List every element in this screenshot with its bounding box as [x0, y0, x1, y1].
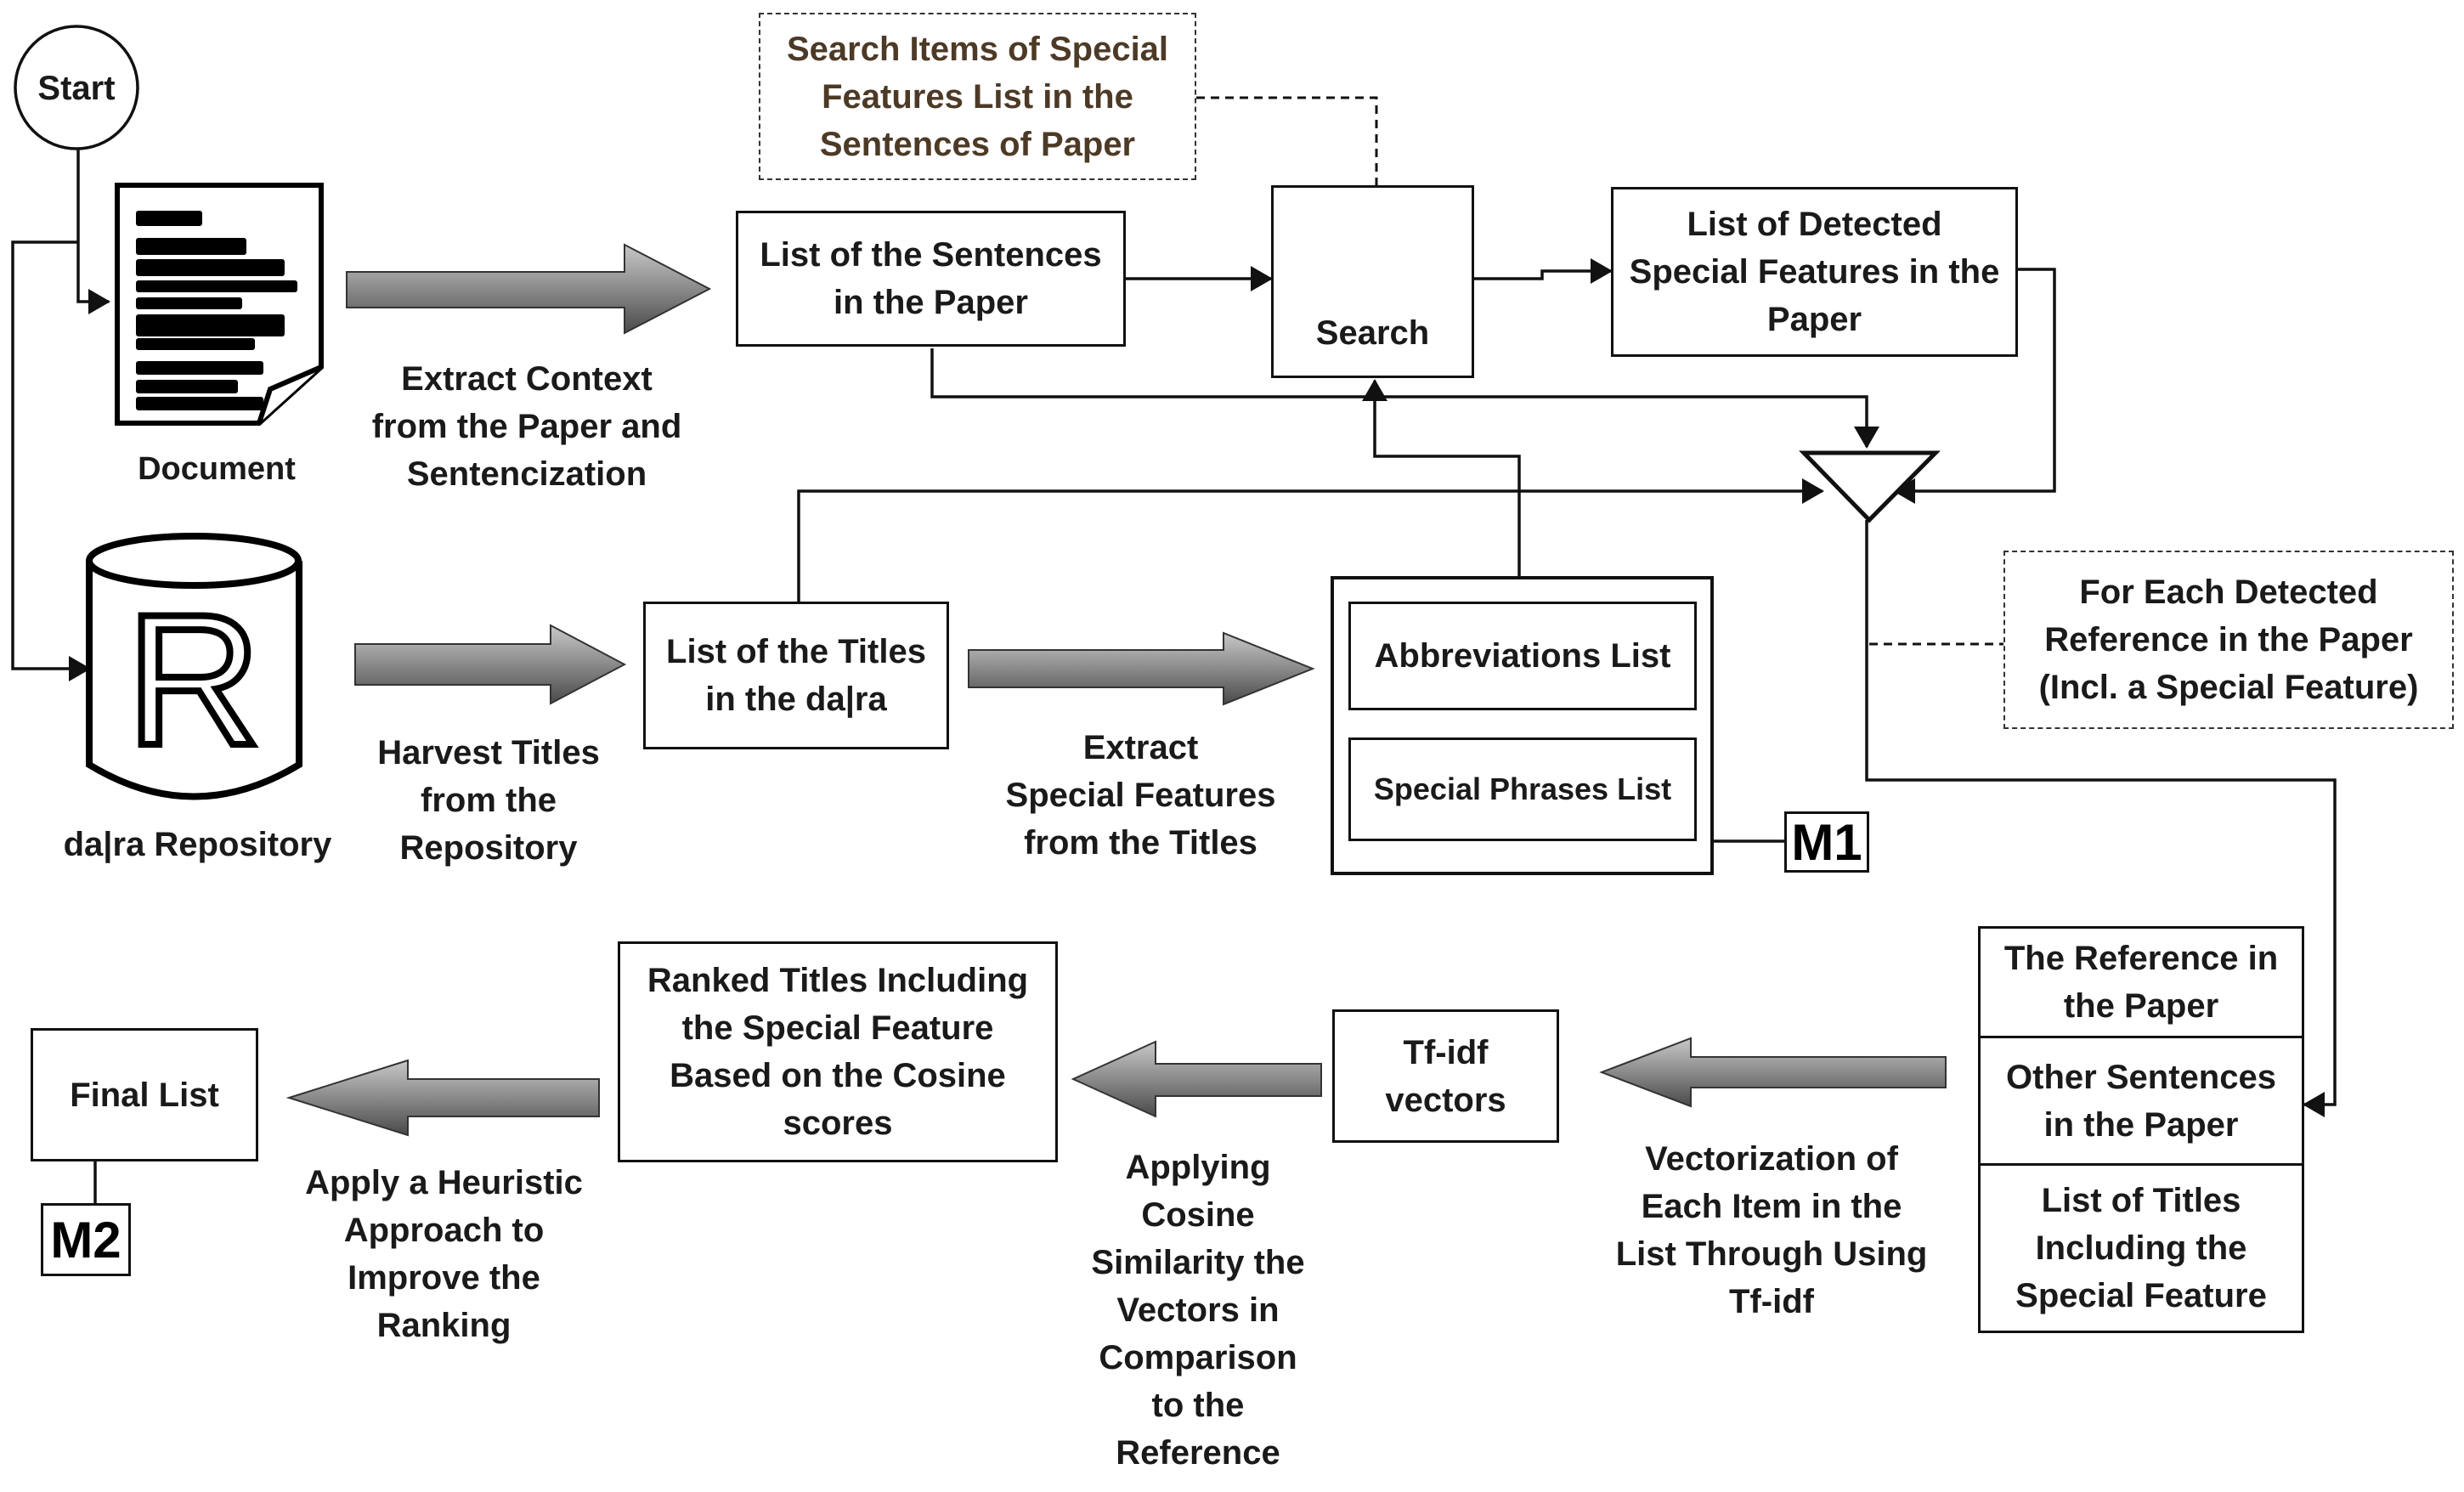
process-arrow-vectorization: [1599, 1037, 1947, 1108]
label-vectorization: Vectorization of Each Item in the List T…: [1615, 1140, 1928, 1320]
foreach-note-text: For Each Detected Reference in the Paper…: [2038, 574, 2419, 706]
label-heuristic: Apply a Heuristic Approach to Improve th…: [305, 1164, 583, 1344]
label-cosine: Applying Cosine Similarity the Vectors i…: [1091, 1149, 1305, 1472]
merge-triangle: [1799, 450, 1941, 523]
database-icon: [86, 533, 302, 800]
process-arrow-cosine: [1071, 1040, 1322, 1118]
start-circle: [14, 25, 139, 150]
label-extract-features: Extract Special Features from the Titles: [1005, 729, 1276, 862]
repository-label: da|ra Repository: [63, 826, 332, 863]
final-list-text: Final List: [70, 1076, 219, 1114]
detected-features-box: List of Detected Special Features in the…: [1611, 187, 2018, 357]
search-label: Search: [1315, 314, 1430, 352]
other-sentences-text: Other Sentences in the Paper: [2006, 1058, 2276, 1144]
search-to-detected-line: [1474, 258, 1613, 284]
special-phrases-box: Special Phrases List: [1348, 738, 1697, 841]
reference-box: The Reference in the Paper: [1978, 926, 2304, 1038]
start-label: Start: [37, 70, 116, 107]
titles-with-feature-text: List of Titles Including the Special Fea…: [2015, 1182, 2267, 1314]
search-note-connector: [1196, 96, 1378, 185]
label-harvest: Harvest Titles from the Repository: [377, 734, 600, 867]
titles-box: List of the Titles in the da|ra: [643, 602, 949, 749]
ranked-titles-box: Ranked Titles Including the Special Feat…: [618, 941, 1058, 1162]
document-icon: [115, 183, 324, 426]
sentences-to-merge-line: [930, 348, 1879, 449]
special-phrases-text: Special Phrases List: [1373, 771, 1672, 806]
reference-box-text: The Reference in the Paper: [2003, 940, 2279, 1025]
process-arrow-extract-features: [968, 631, 1315, 706]
process-arrow-extract-context: [346, 243, 712, 335]
m2-marker: M2: [41, 1203, 131, 1276]
tfidf-box: Tf-idf vectors: [1332, 1009, 1559, 1143]
process-arrow-heuristic: [285, 1059, 600, 1137]
ranked-titles-text: Ranked Titles Including the Special Feat…: [647, 962, 1029, 1142]
titles-with-feature-box: List of Titles Including the Special Fea…: [1978, 1163, 2304, 1333]
features-to-search-line: [1362, 379, 1521, 576]
abbreviations-box: Abbreviations List: [1348, 602, 1697, 710]
m1-marker: M1: [1784, 811, 1869, 873]
document-label: Document: [138, 451, 296, 487]
abbreviations-text: Abbreviations List: [1374, 637, 1671, 675]
detected-features-text: List of Detected Special Features in the…: [1629, 206, 2000, 338]
sentences-box: List of the Sentences in the Paper: [736, 211, 1126, 347]
label-extract-context: Extract Context from the Paper and Sente…: [371, 360, 682, 493]
start-to-document-line: [76, 150, 110, 314]
other-sentences-box: Other Sentences in the Paper: [1978, 1036, 2304, 1166]
sentences-box-text: List of the Sentences in the Paper: [760, 236, 1102, 321]
final-list-box: Final List: [31, 1028, 258, 1161]
search-note-text: Search Items of Special Features List in…: [786, 30, 1169, 163]
process-arrow-harvest: [354, 624, 627, 705]
repository-glyph: R: [123, 575, 265, 784]
detected-to-merge-line: [1893, 268, 2056, 504]
start-to-repository-line: [11, 240, 91, 681]
tfidf-text: Tf-idf vectors: [1385, 1033, 1506, 1119]
search-box: Search: [1271, 185, 1474, 378]
merge-to-reference-line: [1865, 520, 2337, 1117]
titles-box-text: List of the Titles in the da|ra: [666, 633, 926, 718]
foreach-note: For Each Detected Reference in the Paper…: [2003, 551, 2454, 729]
search-note: Search Items of Special Features List in…: [759, 13, 1196, 180]
titles-to-merge-line: [797, 478, 1824, 602]
